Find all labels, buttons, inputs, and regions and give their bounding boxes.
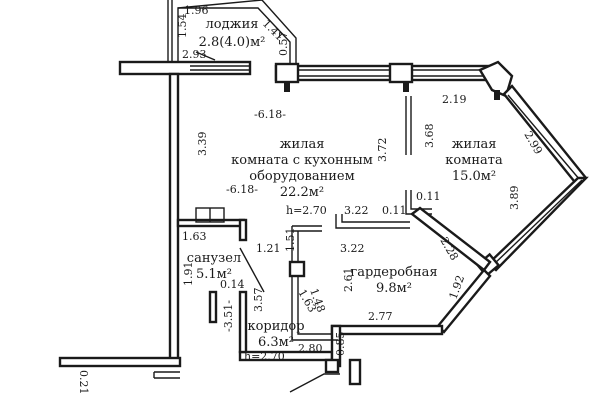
- dim-3-89: 3.89: [508, 186, 521, 211]
- dim-0-85: 0.85: [334, 332, 347, 357]
- dim-0-57: 0.57: [277, 32, 290, 57]
- corridor-name: коридор: [247, 319, 304, 334]
- living-bedroom-partition: [405, 96, 492, 272]
- dim-1-91: 1.91: [182, 262, 195, 287]
- dim-2-77: 2.77: [368, 310, 393, 323]
- bottom-wall: [58, 324, 444, 386]
- loggia-area: 2.8(4.0)м²: [199, 35, 266, 50]
- dim-3-22-b: 3.22: [340, 242, 365, 255]
- dim-2-93: 2.93: [182, 48, 207, 61]
- dim-2-19: 2.19: [442, 93, 467, 106]
- corridor-area: 6.3м²: [258, 335, 294, 350]
- right-diagonal-wall: [486, 84, 589, 272]
- dim-3-68: 3.68: [423, 124, 436, 149]
- living-line1: жилая: [280, 137, 325, 152]
- top-exterior-wall: [274, 62, 490, 92]
- dim-3-39: 3.39: [196, 132, 209, 157]
- living-area: 22.2м²: [280, 185, 324, 200]
- top-left-wall: [118, 60, 252, 76]
- dim-6-18-mid: -6.18-: [226, 183, 258, 196]
- dim-3-51: -3.51-: [222, 300, 235, 332]
- bathroom-name: санузел: [187, 251, 241, 266]
- dim-0-11-b: 0.11: [382, 204, 407, 217]
- dim-1-21: 1.21: [256, 242, 281, 255]
- living-line2: комната с кухонным: [231, 153, 373, 168]
- living-line3: оборудованием: [249, 169, 355, 184]
- dim-3-22-a: 3.22: [344, 204, 369, 217]
- bathroom-area: 5.1м²: [196, 267, 232, 282]
- dim-1-51: 1.51: [284, 228, 297, 253]
- dim-1-96: 1.96: [184, 4, 209, 17]
- loggia-name: лоджия: [206, 17, 259, 32]
- loggia-leader: [195, 51, 216, 61]
- dim-3-72: 3.72: [376, 138, 389, 163]
- corridor-height: h=2.70: [244, 350, 285, 363]
- dim-0-21: 0.21: [77, 370, 90, 395]
- wardrobe-walls: [288, 214, 410, 341]
- dim-6-18-top: -6.18-: [254, 108, 286, 121]
- wardrobe-area: 9.8м²: [376, 281, 412, 296]
- dim-0-14: 0.14: [220, 278, 245, 291]
- dim-3-57: 3.57: [252, 288, 265, 313]
- bedroom-area: 15.0м²: [452, 169, 496, 184]
- dim-2-80: 2.80: [298, 342, 323, 355]
- dim-h-2-70: h=2.70: [286, 204, 327, 217]
- dim-0-11-a: 0.11: [416, 190, 441, 203]
- dim-2-61: 2.61: [342, 268, 355, 293]
- dim-1-54: 1.54: [176, 14, 189, 39]
- right-corner: [478, 60, 514, 100]
- dim-1-63-a: 1.63: [182, 230, 207, 243]
- wardrobe-name: гардеробная: [350, 265, 437, 280]
- entrance-door: [289, 358, 340, 393]
- bedroom-line2: комната: [445, 153, 503, 168]
- bedroom-line1: жилая: [452, 137, 497, 152]
- bathroom-walls: [176, 207, 265, 354]
